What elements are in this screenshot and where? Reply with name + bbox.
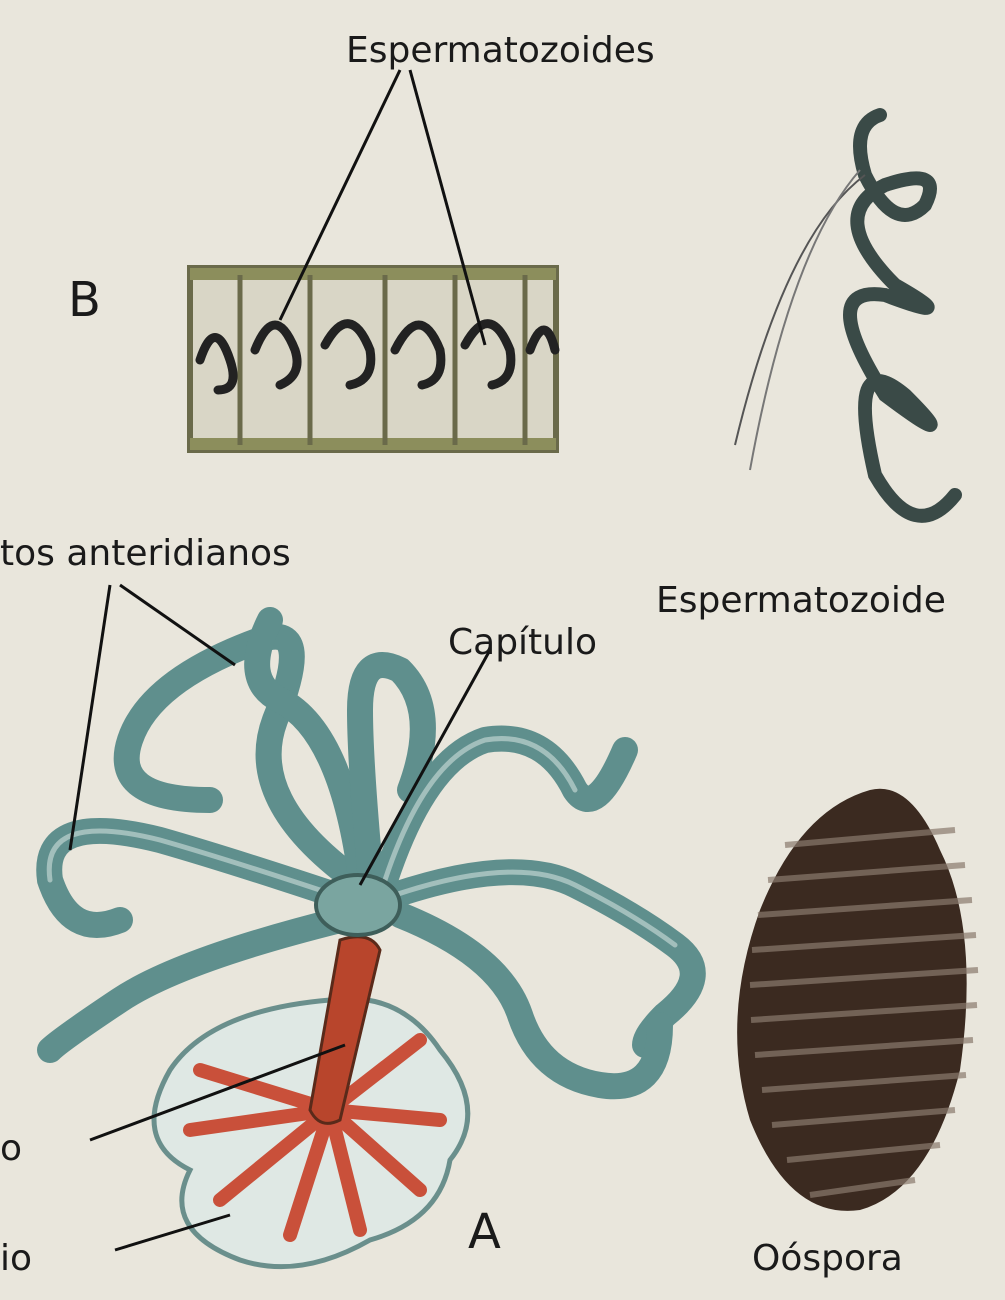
label-b: B (68, 272, 101, 328)
label-left-1: o (0, 1128, 22, 1169)
oospore (737, 789, 978, 1211)
label-filamentos-anteridianos: tos anteridianos (0, 533, 291, 574)
label-espermatozoides: Espermatozoides (346, 30, 655, 71)
antheridial-filament-segment (190, 268, 556, 450)
label-capitulo: Capítulo (448, 622, 597, 663)
label-oospora: Oóspora (752, 1238, 903, 1279)
label-a: A (468, 1204, 501, 1260)
label-espermatozoide: Espermatozoide (656, 580, 946, 621)
antheridium-shield (154, 999, 468, 1267)
label-left-2: io (0, 1238, 32, 1279)
spermatozoid-coil (735, 115, 955, 516)
